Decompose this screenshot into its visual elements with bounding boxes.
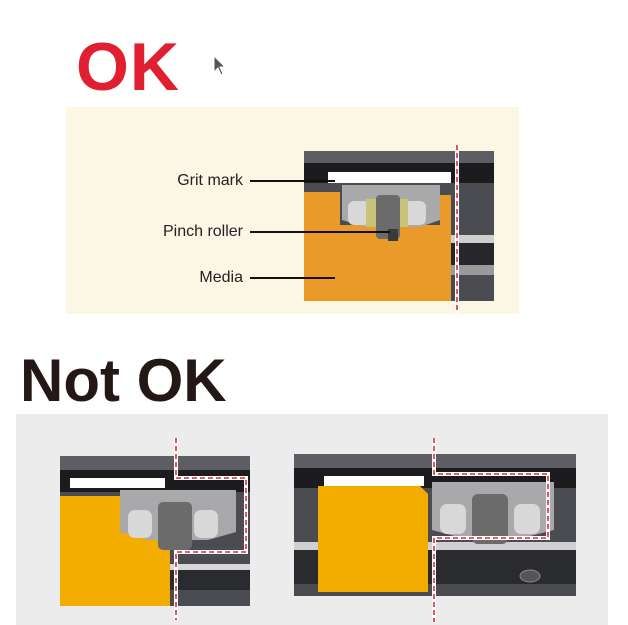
- grit-mark-label: Grit mark: [177, 172, 243, 189]
- ok-machine-illustration: [304, 145, 494, 313]
- grit-mark-bar: [70, 478, 165, 488]
- grit-mark-bar: [324, 476, 424, 486]
- ok-heading: OK: [76, 29, 180, 105]
- pinch-roller-leader: [250, 231, 390, 233]
- media-leader: [250, 277, 335, 279]
- media-sheet: [304, 192, 451, 301]
- pinch-roller: [472, 494, 508, 544]
- pinch-roller-label: Pinch roller: [162, 223, 243, 240]
- alignment-guide-line: [432, 438, 550, 622]
- grit-mark-leader: [250, 180, 335, 182]
- mouse-pointer-icon: [213, 54, 227, 76]
- not-ok-machine-illustration-right: [294, 438, 576, 622]
- not-ok-heading: Not OK: [20, 347, 227, 414]
- not-ok-machine-illustration-left: [60, 438, 250, 620]
- media-label: Media: [199, 269, 243, 286]
- pinch-roller: [376, 195, 400, 239]
- pinch-roller: [158, 502, 192, 550]
- grit-mark-bar: [328, 172, 451, 183]
- media-sheet: [318, 486, 428, 592]
